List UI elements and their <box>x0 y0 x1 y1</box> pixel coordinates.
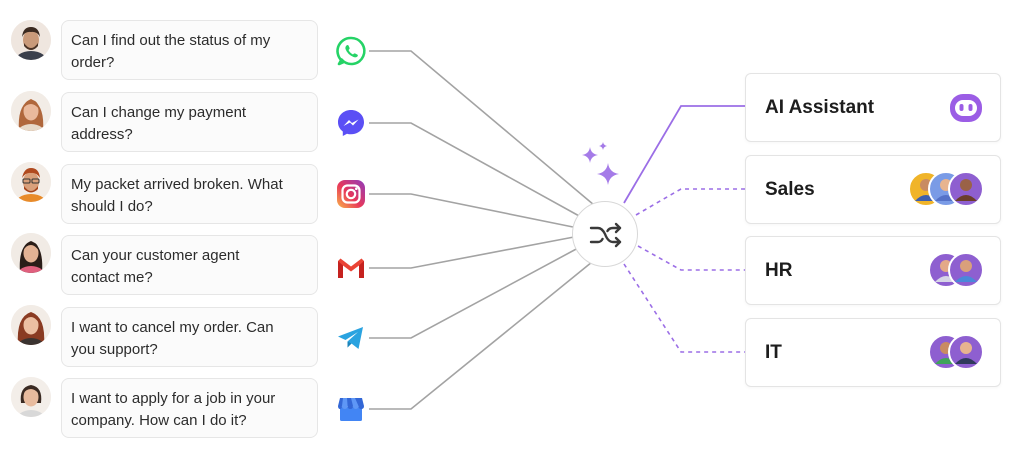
message-line: I want to cancel my order. Can <box>71 319 274 336</box>
message-line: you support? <box>71 341 158 358</box>
telegram-icon <box>335 322 367 354</box>
google-business-icon <box>335 393 367 425</box>
wire-instagram <box>369 193 574 228</box>
messenger-icon <box>335 107 367 139</box>
message-bubble-6: I want to apply for a job in your compan… <box>61 378 318 438</box>
message-line: Can I change my payment <box>71 104 247 121</box>
message-line: address? <box>71 126 133 143</box>
wire-messenger <box>369 122 582 218</box>
sparkle-icon <box>599 137 607 155</box>
message-line: company. How can I do it? <box>71 412 247 429</box>
customer-avatar-3 <box>11 162 51 202</box>
wire-telegram <box>369 246 581 339</box>
customer-avatar-2 <box>11 91 51 131</box>
message-line: Can your customer agent <box>71 247 240 264</box>
wire-it <box>623 263 745 353</box>
wire-whatsapp <box>369 50 595 206</box>
wire-ai-assistant <box>623 105 745 204</box>
sparkle-icon <box>582 147 598 168</box>
message-bubble-3: My packet arrived broken. What should I … <box>61 164 318 224</box>
wire-gmail <box>369 236 575 269</box>
department-label: HR <box>765 260 793 281</box>
department-ai-assistant[interactable]: AI Assistant <box>745 73 1001 142</box>
message-bubble-1: Can I find out the status of my order? <box>61 20 318 80</box>
sparkle-icon <box>597 163 619 190</box>
gmail-icon <box>335 252 367 284</box>
department-label: Sales <box>765 179 815 200</box>
customer-avatar-4 <box>11 233 51 273</box>
routing-hub <box>572 201 638 267</box>
bot-icon <box>948 91 984 130</box>
message-line: Can I find out the status of my <box>71 32 271 49</box>
customer-avatar-6 <box>11 377 51 417</box>
wire-google-business <box>369 261 593 410</box>
whatsapp-icon <box>335 35 367 67</box>
agent-avatars <box>928 334 984 375</box>
message-line: contact me? <box>71 269 153 286</box>
instagram-icon <box>335 178 367 210</box>
message-line: should I do? <box>71 198 153 215</box>
customer-avatar-1 <box>11 20 51 60</box>
agent-avatars <box>908 171 984 212</box>
agent-avatars <box>928 252 984 293</box>
customer-avatar-5 <box>11 305 51 345</box>
department-label: IT <box>765 342 782 363</box>
message-bubble-5: I want to cancel my order. Can you suppo… <box>61 307 318 367</box>
message-line: order? <box>71 54 115 71</box>
department-label: AI Assistant <box>765 97 875 118</box>
message-line: My packet arrived broken. What <box>71 176 283 193</box>
message-bubble-2: Can I change my payment address? <box>61 92 318 152</box>
department-sales[interactable]: Sales <box>745 155 1001 224</box>
shuffle-icon <box>589 222 622 248</box>
message-line: I want to apply for a job in your <box>71 390 276 407</box>
department-hr[interactable]: HR <box>745 236 1001 305</box>
wire-sales <box>635 188 745 216</box>
message-bubble-4: Can your customer agent contact me? <box>61 235 318 295</box>
department-it[interactable]: IT <box>745 318 1001 387</box>
wire-hr <box>637 245 745 271</box>
